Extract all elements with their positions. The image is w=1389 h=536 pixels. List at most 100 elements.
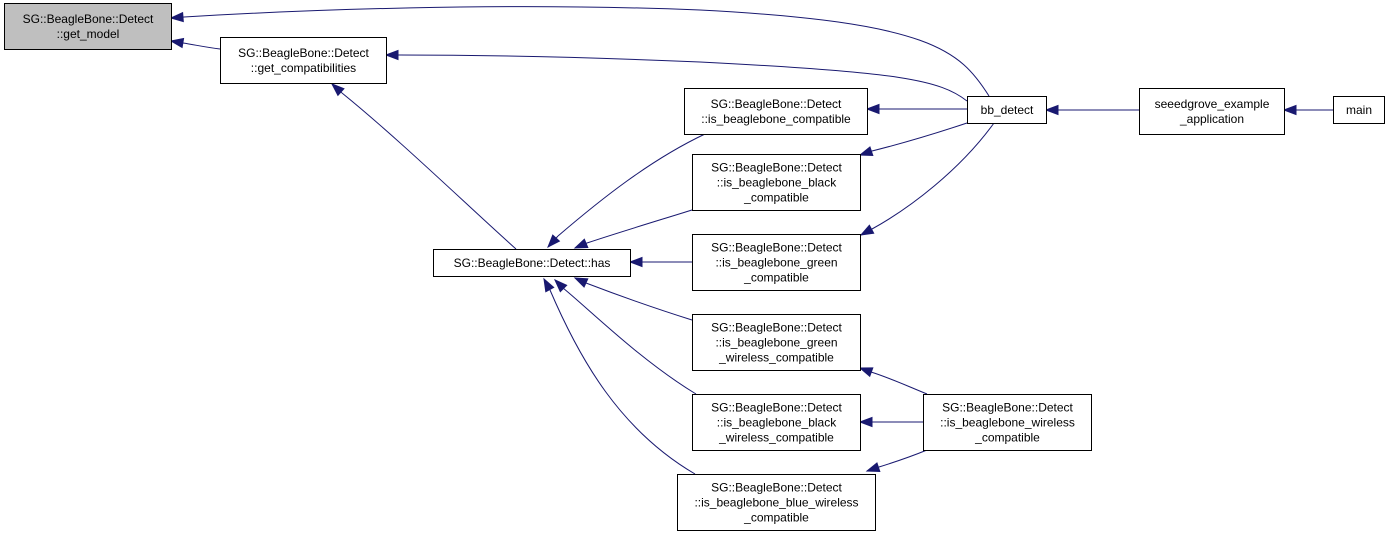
node-label-line: seeedgrove_example [1155, 97, 1270, 111]
node-label-line: SG::BeagleBone::Detect::has [454, 256, 611, 270]
node-label-line: SG::BeagleBone::Detect [711, 97, 842, 111]
edge-bb_detect-to-is_bb_black_compatible [858, 122, 968, 157]
edge-is_bb_wireless_compatible-to-is_bb_black_wireless_compatible [858, 416, 923, 428]
edge-is_bb_blue_wireless_compatible-to-has [543, 277, 696, 475]
node-seeedgrove-example-application[interactable]: seeedgrove_example_application [1139, 88, 1285, 135]
node-label-line: _compatible [974, 431, 1040, 445]
node-label-line: ::get_model [57, 27, 120, 41]
edge-line-tail [331, 83, 343, 94]
edge-main-to-seeedgrove_example_application [1282, 104, 1333, 116]
node-has[interactable]: SG::BeagleBone::Detect::has [433, 249, 631, 277]
node-label-line: ::is_beaglebone_compatible [701, 112, 851, 126]
node-box[interactable] [433, 249, 631, 277]
node-box[interactable] [1333, 96, 1385, 124]
edge-is_bb_black_wireless_compatible-to-has [553, 278, 697, 395]
node-box[interactable] [692, 314, 861, 371]
edge-line-tail [547, 235, 559, 248]
edge-line [549, 289, 696, 475]
node-label-line: SG::BeagleBone::Detect [942, 401, 1073, 415]
node-label-line: _application [1179, 112, 1244, 126]
node-box[interactable] [4, 3, 172, 50]
edge-line-tail [860, 228, 873, 236]
edge-get_compatibilities-to-get_model [169, 37, 221, 50]
edge-line-tail [866, 466, 880, 472]
node-label-line: SG::BeagleBone::Detect [711, 161, 842, 175]
edge-line [878, 449, 928, 468]
edge-line [183, 6, 990, 97]
edge-line [870, 371, 928, 395]
node-label-line: ::is_beaglebone_black [717, 416, 837, 430]
edge-line [557, 133, 706, 237]
node-label-line: SG::BeagleBone::Detect [711, 401, 842, 415]
edge-bb_detect-to-get_model [169, 6, 990, 97]
edge-line-tail [574, 242, 588, 249]
node-label-line: bb_detect [981, 103, 1034, 117]
edge-bb_detect-to-get_compatibilities [384, 49, 968, 102]
edge-has-to-get_compatibilities [330, 83, 517, 250]
edge-line [341, 92, 517, 250]
node-box[interactable] [692, 394, 861, 451]
node-main[interactable]: main [1333, 96, 1385, 124]
edge-line-tail [859, 367, 872, 373]
node-get-compatibilities[interactable]: SG::BeagleBone::Detect::get_compatibilit… [220, 37, 387, 84]
node-box[interactable] [1139, 88, 1285, 135]
edge-is_bb_wireless_compatible-to-is_bb_green_wireless_compatible [858, 367, 928, 395]
node-box[interactable] [923, 394, 1092, 451]
edge-line-tail [554, 279, 564, 289]
node-is-bb-blue-wireless-compatible[interactable]: SG::BeagleBone::Detect::is_beaglebone_bl… [677, 474, 876, 531]
node-box[interactable] [692, 234, 861, 291]
node-label-line: SG::BeagleBone::Detect [711, 241, 842, 255]
node-label-line: ::is_beaglebone_green [715, 256, 837, 270]
edge-is_bb_compatible-to-has [547, 133, 706, 249]
node-label-line: SG::BeagleBone::Detect [711, 481, 842, 495]
edge-line-tail [170, 16, 185, 19]
node-box[interactable] [692, 154, 861, 211]
edge-line-tail [859, 150, 873, 156]
edge-line [585, 282, 693, 321]
node-is-bb-black-compatible[interactable]: SG::BeagleBone::Detect::is_beaglebone_bl… [692, 154, 861, 211]
node-get-model[interactable]: SG::BeagleBone::Detect::get_model [4, 3, 172, 50]
edge-line [182, 42, 221, 50]
node-label-line: ::is_beaglebone_blue_wireless [694, 496, 858, 510]
edge-line [398, 54, 968, 102]
node-label-line: _wireless_compatible [718, 431, 834, 445]
edge-line-tail [170, 40, 184, 44]
node-label-line: ::get_compatibilities [251, 61, 356, 75]
edge-seeedgrove_example_application-to-bb_detect [1044, 104, 1139, 116]
node-label-line: _compatible [743, 511, 809, 525]
node-label-line: SG::BeagleBone::Detect [238, 46, 369, 60]
node-box[interactable] [967, 96, 1047, 124]
node-label-line: ::is_beaglebone_black [717, 176, 837, 190]
node-box[interactable] [684, 88, 868, 135]
node-box[interactable] [220, 37, 387, 84]
node-is-bb-wireless-compatible[interactable]: SG::BeagleBone::Detect::is_beaglebone_wi… [923, 394, 1092, 451]
edge-line [586, 209, 693, 244]
node-label-line: SG::BeagleBone::Detect [23, 12, 154, 26]
edge-line-tail [574, 277, 587, 284]
edge-line [871, 122, 995, 230]
edge-bb_detect-to-is_bb_compatible [865, 103, 967, 115]
arrowhead-icon [858, 367, 874, 378]
node-label-line: main [1346, 103, 1372, 117]
node-is-bb-black-wireless-compatible[interactable]: SG::BeagleBone::Detect::is_beaglebone_bl… [692, 394, 861, 451]
edge-is_bb_green_compatible-to-has [628, 256, 692, 268]
edge-line [871, 122, 968, 152]
node-label-line: _compatible [743, 191, 809, 205]
node-label-line: _wireless_compatible [718, 351, 834, 365]
node-label-line: SG::BeagleBone::Detect [711, 321, 842, 335]
edges-layer [169, 6, 1333, 475]
nodes-layer: SG::BeagleBone::Detect::get_modelSG::Bea… [4, 3, 1385, 531]
edge-is_bb_wireless_compatible-to-is_bb_blue_wireless_compatible [865, 449, 928, 473]
edge-is_bb_black_compatible-to-has [573, 209, 693, 249]
node-label-line: _compatible [743, 271, 809, 285]
edge-line-tail [543, 278, 551, 291]
edge-is_bb_green_wireless_compatible-to-has [573, 277, 693, 321]
node-is-bb-green-wireless-compatible[interactable]: SG::BeagleBone::Detect::is_beaglebone_gr… [692, 314, 861, 371]
node-is-bb-compatible[interactable]: SG::BeagleBone::Detect::is_beaglebone_co… [684, 88, 868, 135]
edge-line [562, 287, 697, 395]
node-is-bb-green-compatible[interactable]: SG::BeagleBone::Detect::is_beaglebone_gr… [692, 234, 861, 291]
node-box[interactable] [677, 474, 876, 531]
node-bb-detect[interactable]: bb_detect [967, 96, 1047, 124]
edge-bb_detect-to-is_bb_green_compatible [859, 122, 995, 236]
